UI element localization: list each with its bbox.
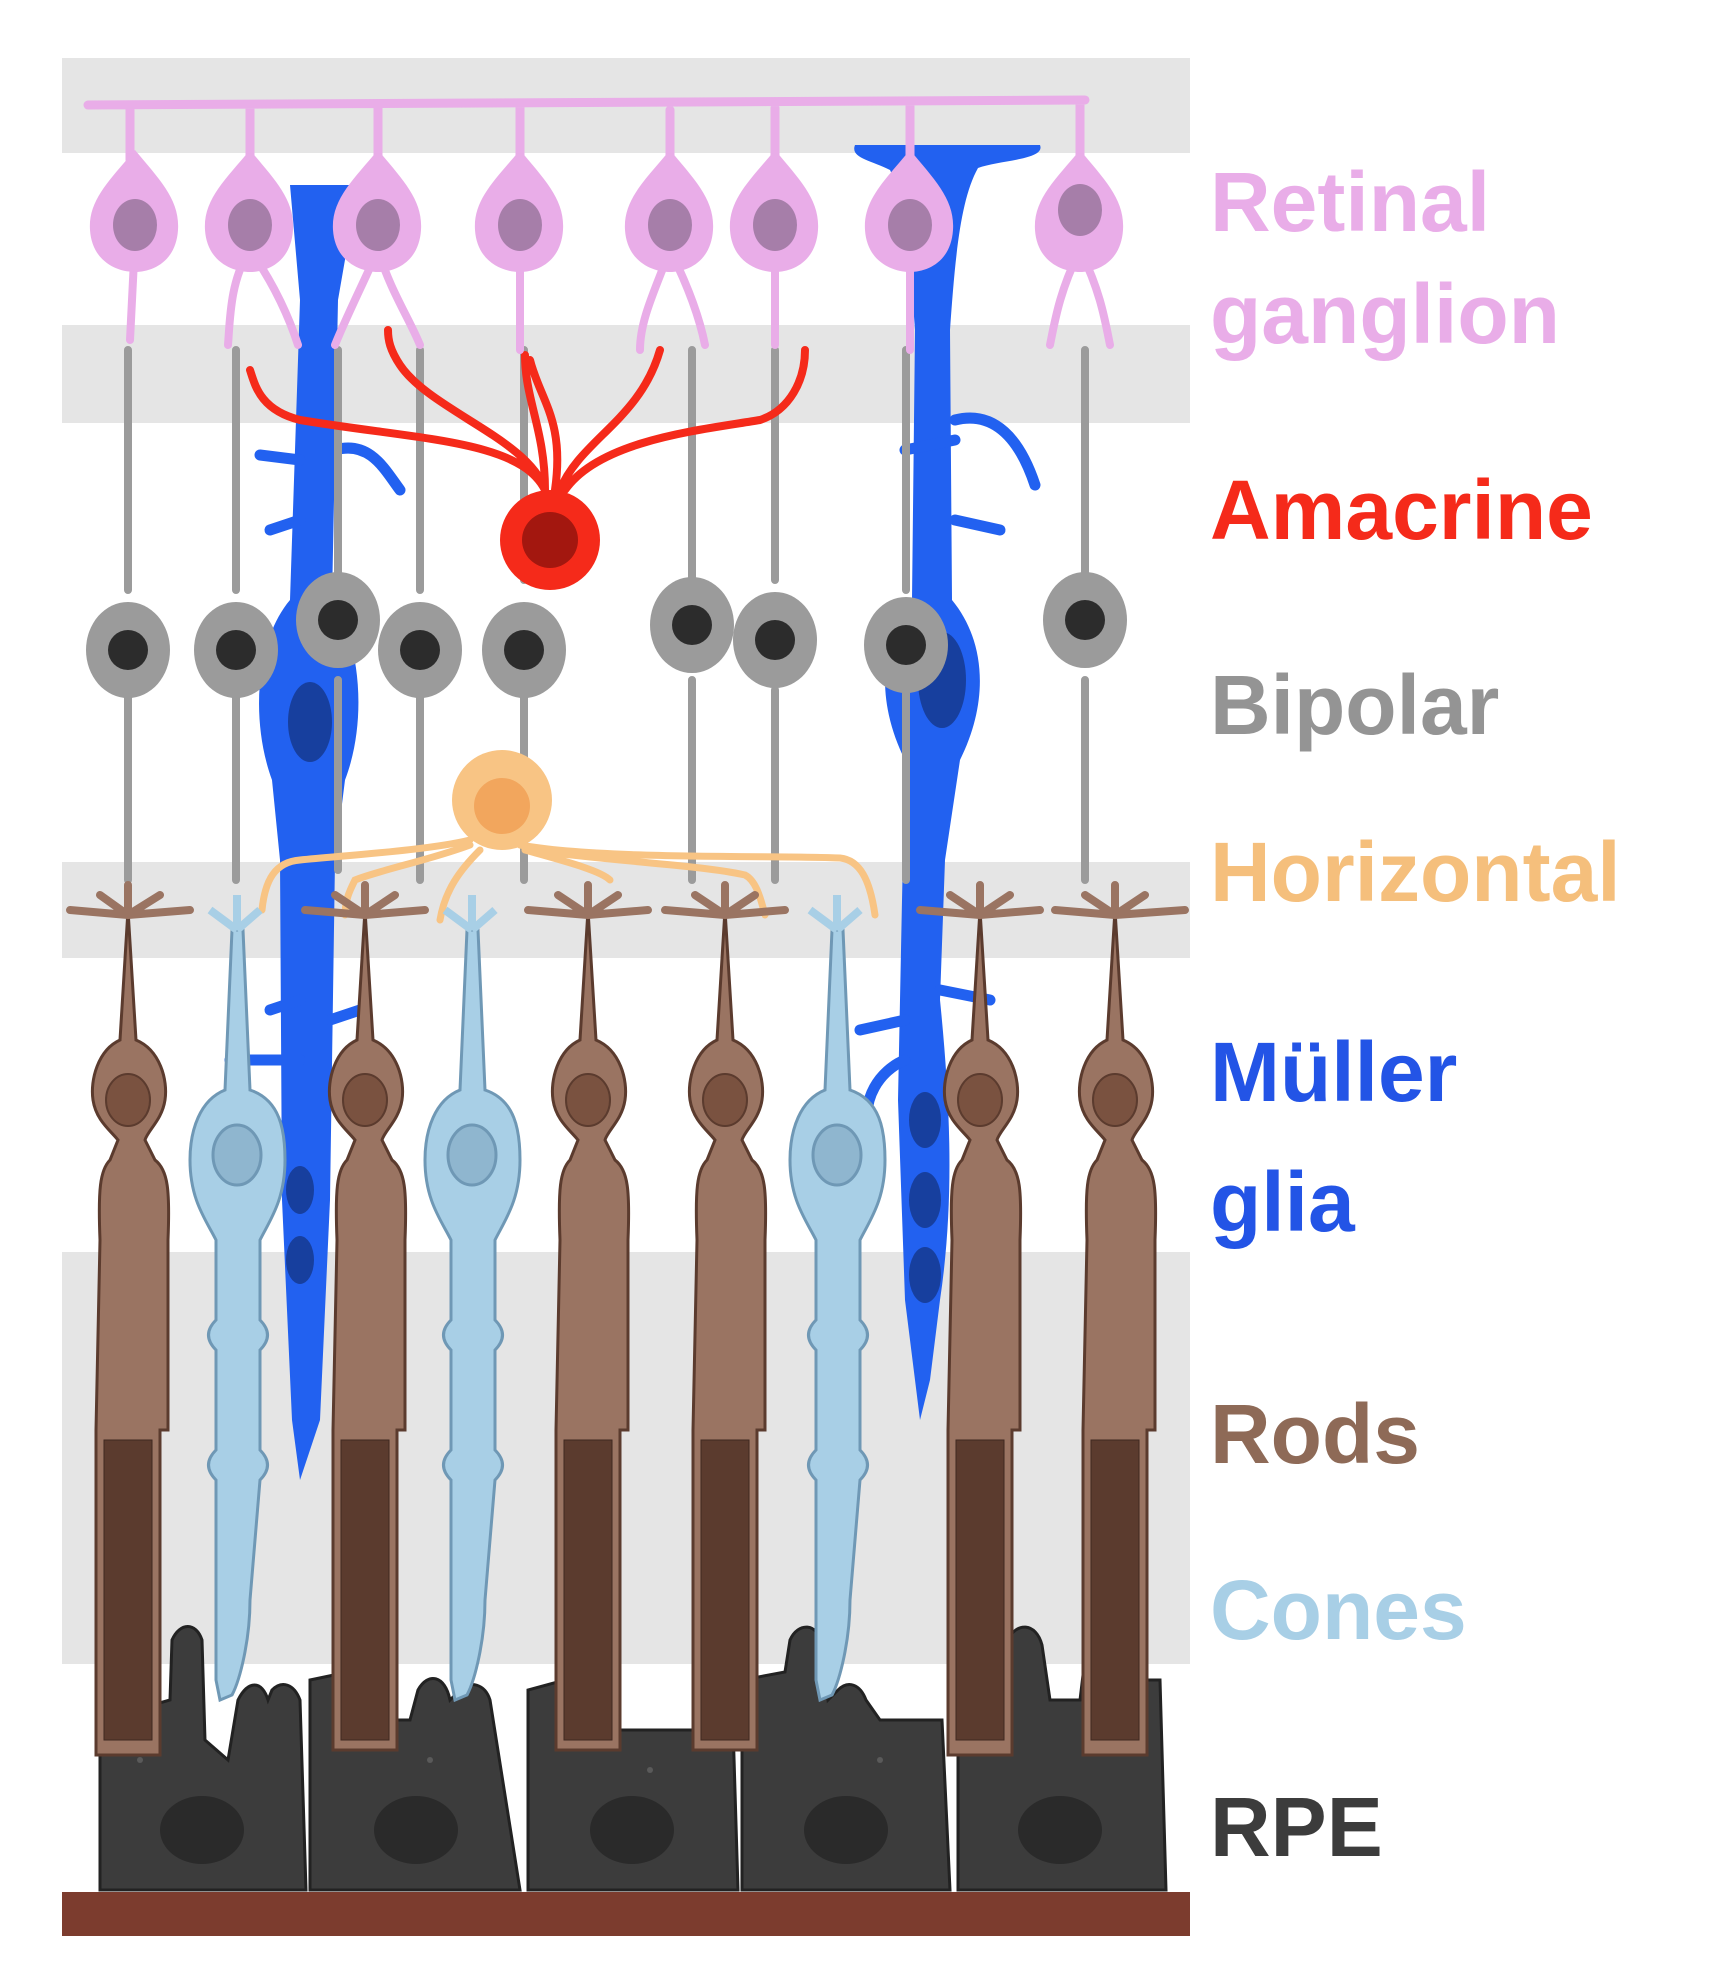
bipolar-nucleus xyxy=(755,620,795,660)
ganglion-nucleus xyxy=(753,199,797,251)
rod-spherules xyxy=(66,881,1189,919)
cone-nucleus xyxy=(811,1123,863,1187)
retinal-ganglion-cells xyxy=(83,95,1124,354)
label-retinal-ganglion-line2: ganglion xyxy=(1210,267,1560,361)
label-rpe: RPE xyxy=(1210,1780,1383,1874)
label-horizontal: Horizontal xyxy=(1210,825,1621,919)
rod-nucleus xyxy=(565,1073,611,1127)
horizontal-cell xyxy=(258,750,879,924)
rod-nucleus xyxy=(105,1073,151,1127)
rod-disc-stack xyxy=(1090,1439,1140,1741)
ganglion-nucleus xyxy=(888,199,932,251)
bipolar-nucleus xyxy=(216,630,256,670)
rod-disc-stack xyxy=(700,1439,750,1741)
ganglion-nucleus xyxy=(228,199,272,251)
bipolar-nucleus xyxy=(318,600,358,640)
rpe-speckles xyxy=(647,1767,653,1773)
label-amacrine: Amacrine xyxy=(1210,463,1593,557)
horizontal-nucleus xyxy=(474,778,530,834)
rpe-speckles xyxy=(427,1757,433,1763)
rpe-nucleus xyxy=(590,1796,674,1864)
bipolar-nucleus xyxy=(672,605,712,645)
rod-nucleus xyxy=(1092,1073,1138,1127)
horizontal-processes xyxy=(258,836,879,924)
label-bipolar: Bipolar xyxy=(1210,658,1500,752)
rod-nucleus xyxy=(702,1073,748,1127)
muller-glia-nucleus xyxy=(909,1172,941,1228)
muller-glia-nucleus xyxy=(286,1236,314,1284)
amacrine-nucleus xyxy=(522,512,578,568)
rod-nuclei xyxy=(105,1073,1138,1127)
rpe-speckles xyxy=(137,1757,143,1763)
rpe-nucleus xyxy=(374,1796,458,1864)
label-muller-glia-line2: glia xyxy=(1210,1155,1355,1249)
bipolar-nucleus xyxy=(400,630,440,670)
muller-glia-nucleus xyxy=(909,1247,941,1303)
ganglion-axon-bundle xyxy=(83,95,1090,170)
amacrine-cell xyxy=(246,326,809,590)
ganglion-nucleus xyxy=(1058,184,1102,236)
rpe-speckles xyxy=(877,1757,883,1763)
bipolar-nucleus xyxy=(1065,600,1105,640)
rod-outer-segment-discs xyxy=(103,1439,1140,1741)
bipolar-nucleus xyxy=(886,625,926,665)
rpe-cell-1 xyxy=(98,1625,308,1892)
cone-pedicles xyxy=(207,895,863,934)
muller-glia-processes xyxy=(224,412,1041,1136)
cone-nucleus xyxy=(446,1123,498,1187)
rod-disc-stack xyxy=(955,1439,1005,1741)
cone-cell xyxy=(188,928,287,1703)
bipolar-nucleus xyxy=(504,630,544,670)
label-cones: Cones xyxy=(1210,1563,1467,1657)
rod-nucleus xyxy=(957,1073,1003,1127)
ganglion-nucleus xyxy=(498,199,542,251)
rpe-nucleus xyxy=(1018,1796,1102,1864)
rpe-nucleus xyxy=(160,1796,244,1864)
ganglion-nucleus xyxy=(113,199,157,251)
rod-nucleus xyxy=(342,1073,388,1127)
bipolar-nuclei xyxy=(108,600,1105,670)
rod-disc-stack xyxy=(103,1439,153,1741)
bipolar-nucleus xyxy=(108,630,148,670)
cone-cell xyxy=(788,928,887,1703)
muller-glia-nucleus xyxy=(288,682,332,762)
rod-disc-stack xyxy=(340,1439,390,1741)
rod-disc-stack xyxy=(563,1439,613,1741)
cone-nucleus xyxy=(211,1123,263,1187)
bruchs-membrane xyxy=(62,1892,1190,1936)
rpe-nucleus xyxy=(804,1796,888,1864)
rpe-cells xyxy=(98,1625,1168,1892)
muller-glia-nucleus xyxy=(909,1092,941,1148)
ganglion-nucleus xyxy=(648,199,692,251)
cone-photoreceptors xyxy=(188,895,887,1703)
label-muller-glia-line1: Müller xyxy=(1210,1025,1458,1119)
muller-glia-cell-right xyxy=(854,145,1041,1420)
rpe-nuclei xyxy=(160,1796,1102,1864)
muller-glia-nucleus xyxy=(286,1166,314,1214)
amacrine-dendrites xyxy=(246,326,809,494)
ganglion-nucleus xyxy=(356,199,400,251)
label-rods: Rods xyxy=(1210,1387,1420,1481)
label-retinal-ganglion-line1: Retinal xyxy=(1210,155,1491,249)
cone-cell xyxy=(423,928,522,1703)
